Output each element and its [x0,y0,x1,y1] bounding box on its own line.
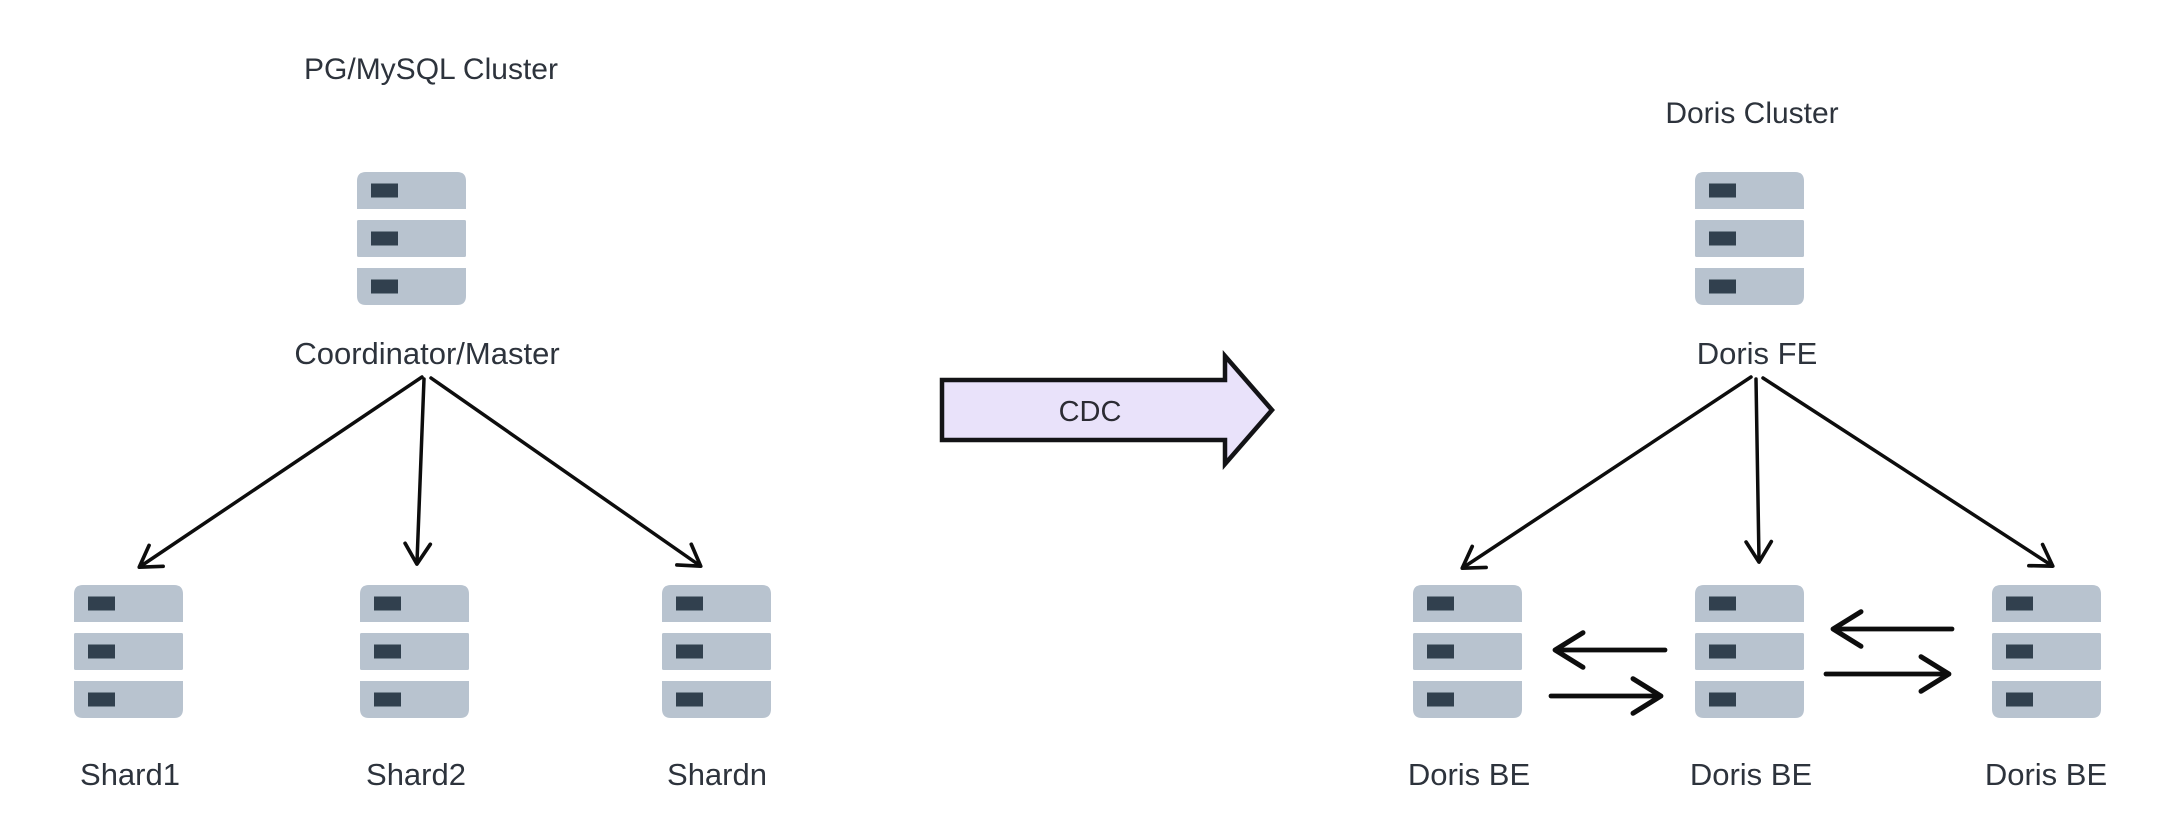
server-stack-icon-shard2 [360,585,469,718]
cdc-arrow: CDC [939,349,1275,471]
doris-cluster-title: Doris Cluster [1665,97,1838,130]
pg-mysql-cluster: PG/MySQL Cluster Coordinator/Master Shar… [74,53,771,792]
doris-cluster: Doris Cluster Doris FE Doris BE Doris BE… [1408,97,2107,792]
shard1-label: Shard1 [80,757,180,792]
server-stack-icon-coordinator [357,172,466,305]
arrow-fe-to-be3 [1761,376,2055,568]
arrow-coordinator-to-shard2 [403,377,433,566]
server-stack-icon-doris-be3 [1992,585,2101,718]
pg-mysql-cluster-title: PG/MySQL Cluster [304,53,558,86]
arrow-coordinator-to-shard1 [137,375,424,570]
server-stack-icon-doris-be1 [1413,585,1522,718]
doris-be3-label: Doris BE [1985,757,2107,792]
server-stack-icon-doris-be2 [1695,585,1804,718]
arrow-fe-to-be1 [1460,375,1753,570]
cdc-block-arrow-icon [939,349,1275,471]
coordinator-master-label: Coordinator/Master [294,336,559,371]
shard2-label: Shard2 [366,757,466,792]
doris-be2-label: Doris BE [1690,757,1812,792]
server-stack-icon-doris-fe [1695,172,1804,305]
doris-fe-label: Doris FE [1697,336,1818,371]
server-stack-icon-shardn [662,585,771,718]
arrow-fe-to-be2 [1744,377,1774,564]
shardn-label: Shardn [667,757,767,792]
doris-be1-label: Doris BE [1408,757,1530,792]
arrow-coordinator-to-shardn [429,376,703,569]
cdc-label: CDC [1059,396,1122,428]
server-stack-icon-shard1 [74,585,183,718]
